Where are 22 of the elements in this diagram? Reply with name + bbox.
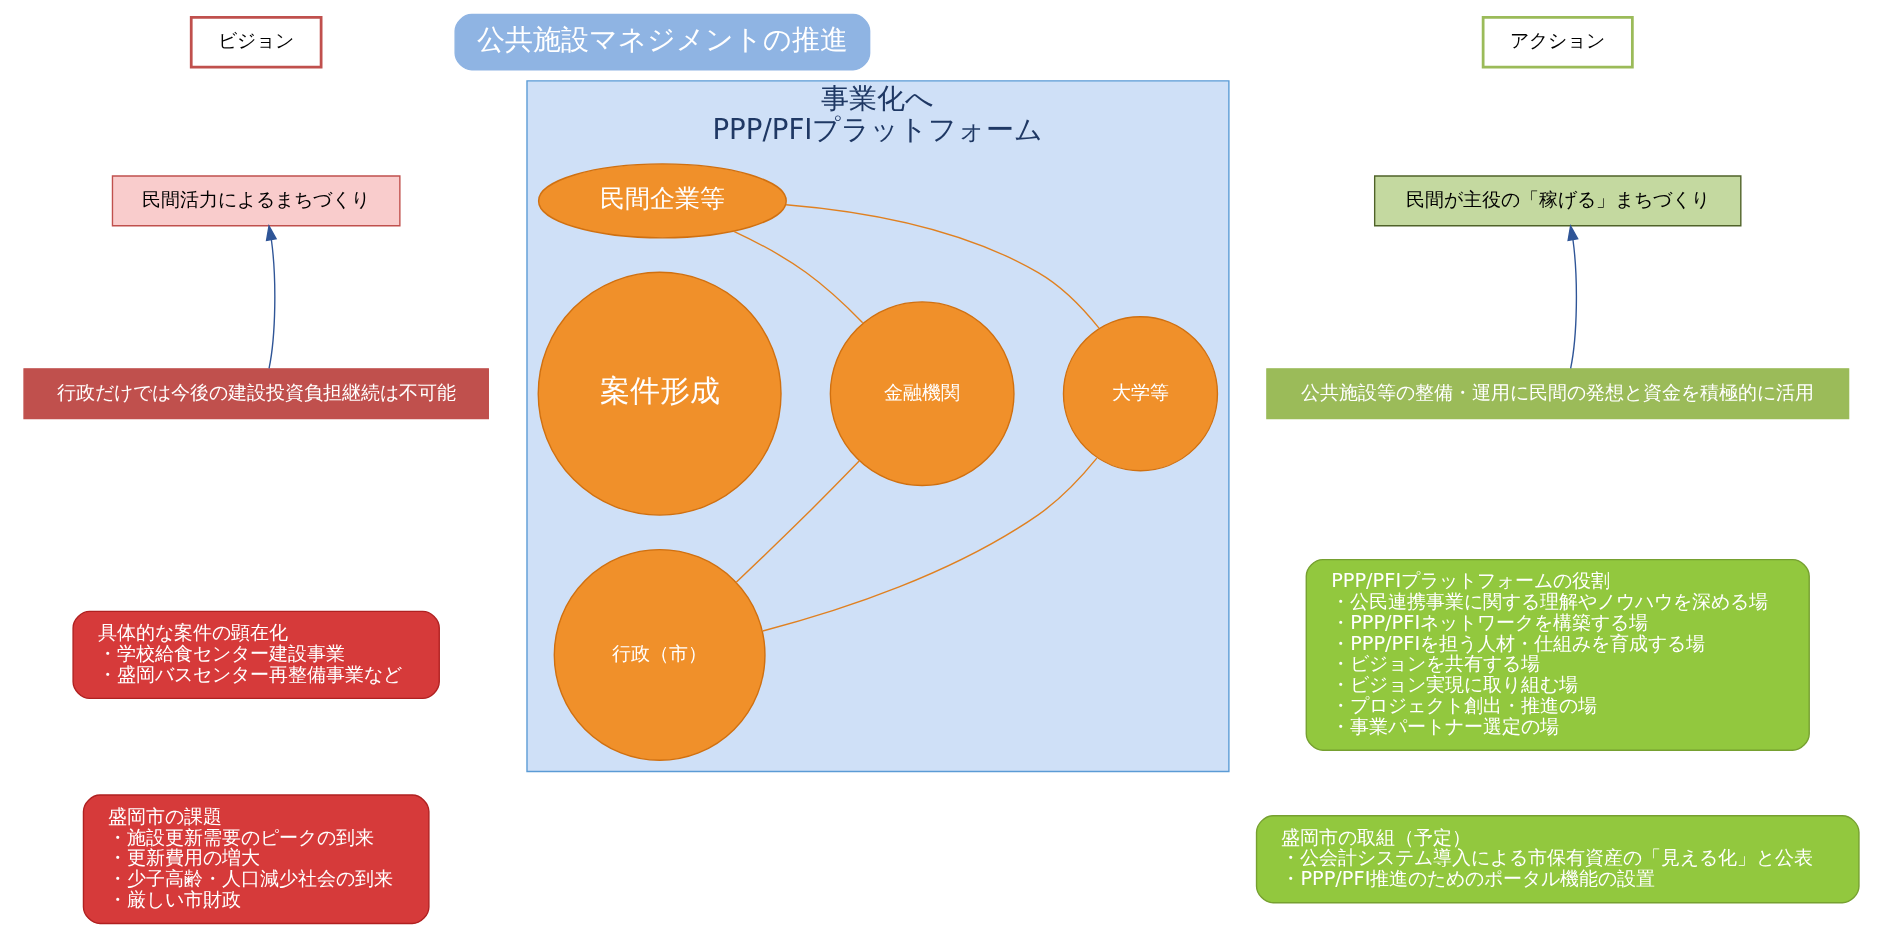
node-circle: 案件形成 (537, 271, 782, 516)
connector (733, 230, 864, 323)
node-box: 盛岡市の課題 ・施設更新需要のピークの到来 ・更新費用の増大 ・少子高齢・人口減少社会の到来 ・厳しい市財政 (82, 793, 430, 924)
node-circle: 大学等 (1062, 315, 1219, 471)
node-box: 具体的な案件の顕在化 ・学校給食センター建設事業 ・盛岡バスセンター再整備事業など (72, 610, 440, 699)
node-box: PPP/PFIプラットフォームの役割 ・公民連携事業に関する理解やノウハウを深める場 ・PPP/PFIネットワークを構築する場 ・PPP/PFIを担う人材・仕組みを育成する場 ・ビジョンを共有する場 ・ビジョン実現に取り組む場 ・プロジェクト創出・推進の場 ・事業パートナー選定の場 (1305, 558, 1810, 751)
node-box: 民間が主役の「稼げる」まちづくり (1374, 174, 1742, 226)
connector (762, 456, 1098, 632)
node-box: 公共施設等の整備・運用に民間の発想と資金を積極的に活用 (1266, 367, 1850, 419)
node-circle: 行政（市） (553, 548, 766, 761)
node-box: 盛岡市の取組（予定） ・公会計システム導入による市保有資産の「見える化」と公表 ・PPP/PFI推進のためのポータル機能の設置 (1255, 814, 1860, 903)
arrow (1567, 223, 1579, 369)
node-box: アクション (1481, 15, 1634, 68)
arrow (265, 223, 278, 369)
node-box: 民間活力によるまちづくり (111, 174, 401, 226)
node-box: 公共施設マネジメントの推進 (454, 13, 871, 70)
connector (785, 203, 1100, 329)
node-box: 行政だけでは今後の建設投資負担継続は不可能 (23, 367, 489, 419)
node-box: ビジョン (189, 15, 323, 68)
node-ellipse: 民間企業等 (537, 162, 787, 238)
node-circle: 金融機関 (829, 300, 1015, 486)
connector (735, 459, 861, 583)
